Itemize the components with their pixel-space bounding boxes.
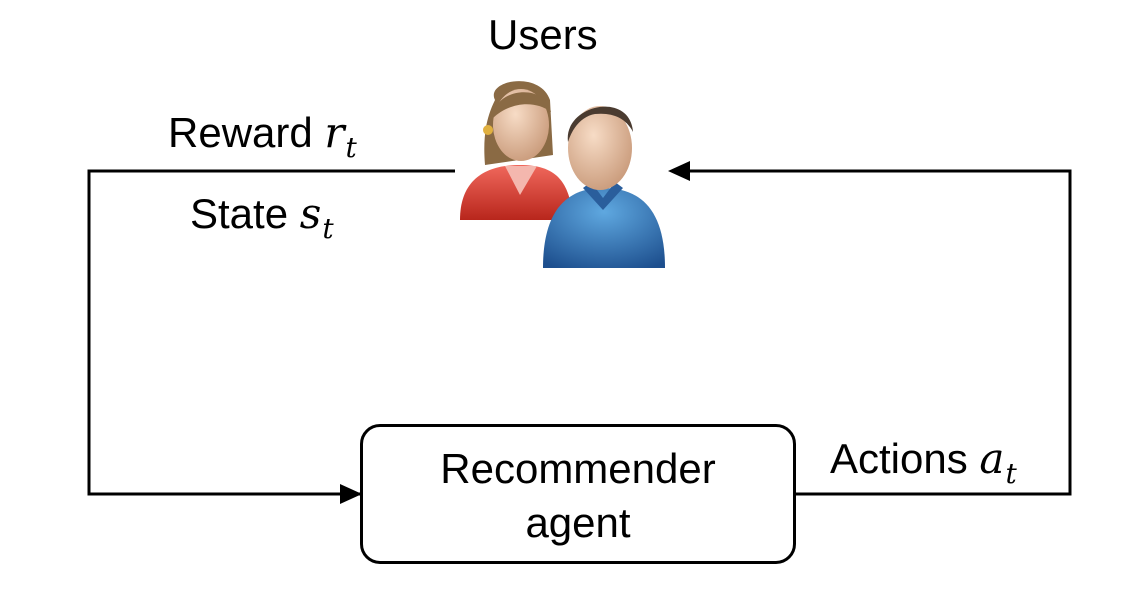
woman-body bbox=[460, 165, 573, 220]
actions-symbol: a bbox=[979, 434, 1005, 483]
state-text: State bbox=[190, 190, 300, 237]
actions-arrowhead bbox=[668, 161, 690, 181]
actions-arrow bbox=[688, 169, 1072, 496]
actions-text: Actions bbox=[830, 435, 980, 482]
state-subscript: t bbox=[322, 212, 334, 245]
users-group-icon bbox=[460, 81, 665, 268]
users-title: Users bbox=[488, 11, 598, 58]
actions-label: Actions at bbox=[830, 435, 1017, 488]
man-hair bbox=[567, 106, 633, 142]
man-body bbox=[543, 188, 665, 268]
recommender-agent-box: Recommender agent bbox=[360, 424, 796, 564]
state-label: State st bbox=[190, 190, 334, 243]
reward-label: Reward rt bbox=[168, 109, 357, 162]
reward-text: Reward bbox=[168, 109, 325, 156]
woman-hair-tie bbox=[483, 125, 493, 135]
woman-hair-front bbox=[493, 92, 551, 118]
feedback-arrowhead bbox=[340, 484, 362, 504]
man-head bbox=[568, 106, 632, 190]
reward-symbol: r bbox=[324, 108, 345, 157]
man-collar bbox=[583, 182, 623, 210]
actions-subscript: t bbox=[1005, 457, 1017, 490]
reward-subscript: t bbox=[345, 131, 357, 164]
recommender-agent-label: Recommender agent bbox=[440, 445, 716, 546]
woman-collar bbox=[505, 166, 537, 195]
feedback-arrow bbox=[87, 169, 455, 496]
state-symbol: s bbox=[299, 189, 322, 238]
